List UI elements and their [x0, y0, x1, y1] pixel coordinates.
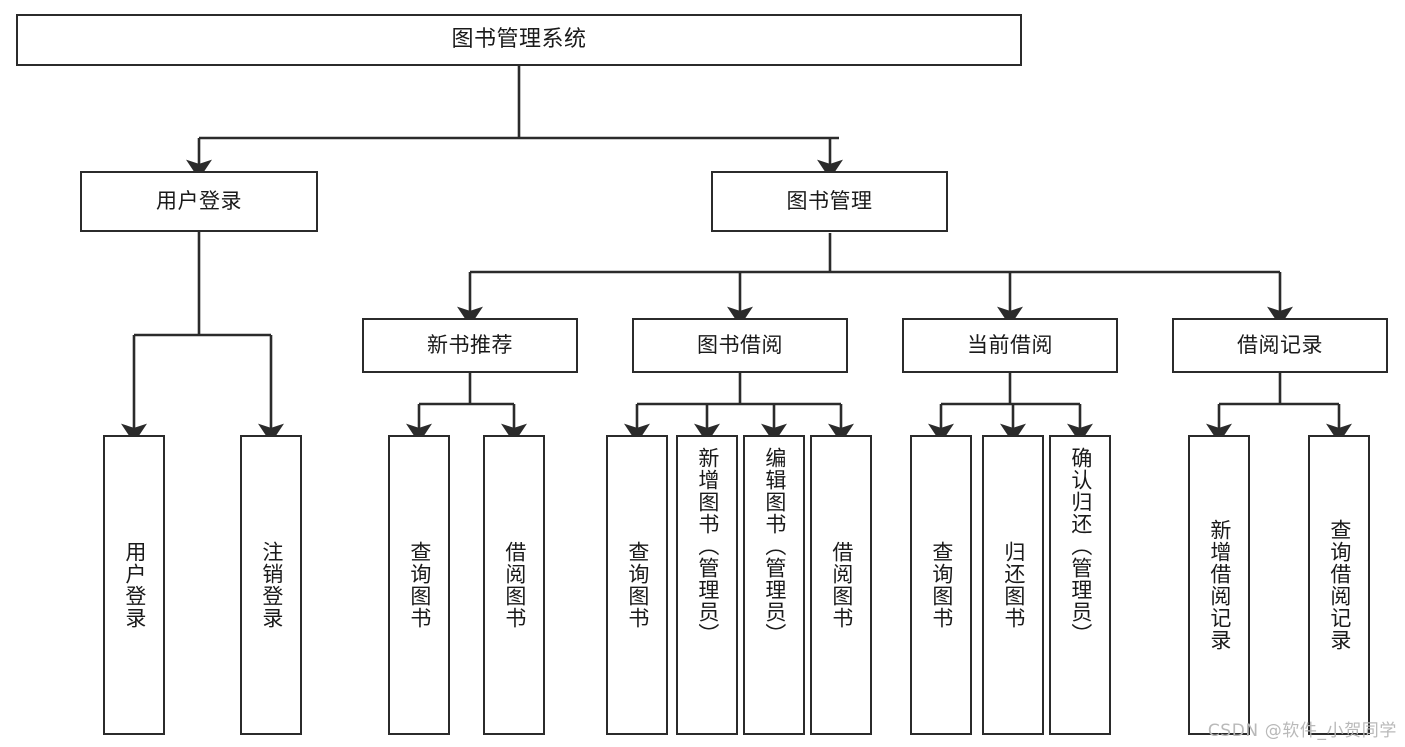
node-label: 确认归还（管理员）: [1068, 447, 1093, 645]
node-leaf-query-record[interactable]: 查询借阅记录: [1308, 435, 1370, 735]
node-label: 借阅图书: [502, 541, 527, 629]
node-current-borrow[interactable]: 当前借阅: [902, 318, 1118, 373]
node-root-system[interactable]: 图书管理系统: [16, 14, 1022, 66]
node-label: 编辑图书（管理员）: [762, 447, 787, 645]
node-label: 用户登录: [122, 541, 147, 629]
node-book-borrow[interactable]: 图书借阅: [632, 318, 848, 373]
node-leaf-query-book-cur[interactable]: 查询图书: [910, 435, 972, 735]
node-leaf-borrow-book-rec[interactable]: 借阅图书: [483, 435, 545, 735]
node-book-manage[interactable]: 图书管理: [711, 171, 948, 232]
node-label: 图书管理系统: [451, 26, 587, 52]
node-label: 新增图书（管理员）: [695, 447, 720, 645]
node-leaf-query-book-borrow[interactable]: 查询图书: [606, 435, 668, 735]
node-leaf-add-book[interactable]: 新增图书（管理员）: [676, 435, 738, 735]
node-label: 当前借阅: [967, 332, 1053, 357]
node-label: 新书推荐: [427, 332, 513, 357]
node-label: 用户登录: [156, 188, 242, 213]
node-leaf-user-login[interactable]: 用户登录: [103, 435, 165, 735]
node-borrow-record[interactable]: 借阅记录: [1172, 318, 1388, 373]
node-leaf-edit-book[interactable]: 编辑图书（管理员）: [743, 435, 805, 735]
node-user-login[interactable]: 用户登录: [80, 171, 318, 232]
node-label: 图书借阅: [697, 332, 783, 357]
node-leaf-confirm-return[interactable]: 确认归还（管理员）: [1049, 435, 1111, 735]
node-label: 借阅图书: [829, 541, 854, 629]
node-label: 归还图书: [1001, 541, 1026, 629]
node-label: 借阅记录: [1237, 332, 1323, 357]
node-leaf-query-book-rec[interactable]: 查询图书: [388, 435, 450, 735]
node-leaf-add-record[interactable]: 新增借阅记录: [1188, 435, 1250, 735]
node-label: 查询图书: [929, 541, 954, 629]
node-new-book-rec[interactable]: 新书推荐: [362, 318, 578, 373]
node-label: 查询图书: [407, 541, 432, 629]
node-label: 注销登录: [259, 541, 284, 629]
csdn-watermark: CSDN @软件_小贺同学: [1207, 721, 1397, 741]
node-leaf-return-book[interactable]: 归还图书: [982, 435, 1044, 735]
node-label: 查询图书: [625, 541, 650, 629]
node-label: 图书管理: [786, 188, 873, 213]
node-leaf-borrow-book[interactable]: 借阅图书: [810, 435, 872, 735]
node-leaf-logout[interactable]: 注销登录: [240, 435, 302, 735]
node-label: 新增借阅记录: [1207, 519, 1232, 651]
node-label: 查询借阅记录: [1327, 519, 1352, 651]
